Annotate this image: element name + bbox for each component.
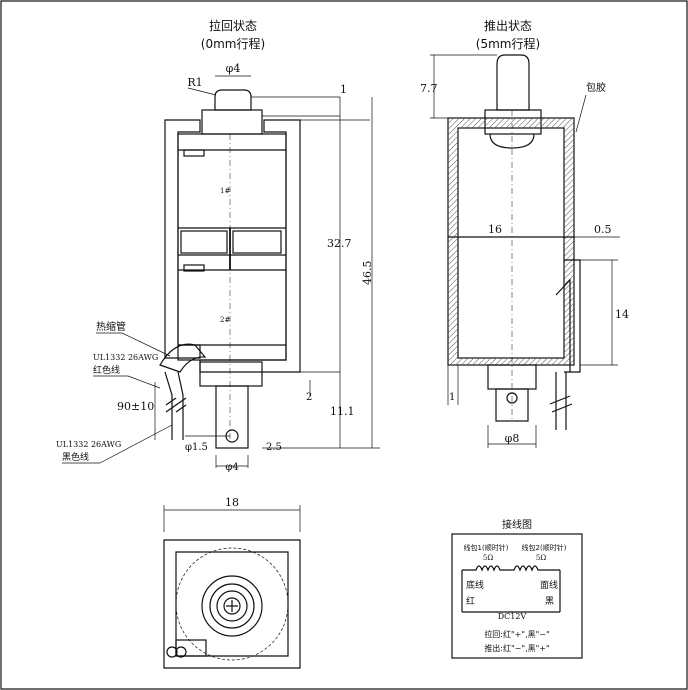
plunger-spring <box>489 133 535 149</box>
shaft <box>215 385 249 449</box>
wire-break <box>165 397 187 413</box>
dim-body-h: 32.7 <box>327 237 352 250</box>
wiring-pull: 拉回:红"+",黑"−" <box>484 629 549 639</box>
right-wire-break <box>549 395 573 413</box>
dim-total-h: 46.5 <box>361 261 374 286</box>
right-shaft-hole <box>506 392 518 404</box>
dim-radius: R1 <box>187 76 202 89</box>
dim-shaft-dia: φ8 <box>505 432 520 445</box>
bottom-wire-hole-1 <box>166 646 178 658</box>
plunger-cap <box>201 109 263 135</box>
dim-wire-len: 90±10 <box>117 400 154 413</box>
wiring-coil2: 线包2(顺时针) <box>522 543 567 552</box>
wiring-diagram: 接线图 线包1(顺时针) 线包2(顺时针) 5Ω 5Ω 底线 面线 红 黑 DC… <box>451 518 583 659</box>
dim-leader-radius <box>187 87 217 96</box>
wiring-black: 黑 <box>545 596 554 607</box>
bottom-circle-outer <box>175 547 289 661</box>
dim-shaft-len: 11.1 <box>330 405 355 418</box>
left-view-title: 拉回状态 <box>209 18 257 33</box>
bottom-circle-2 <box>209 583 255 629</box>
wiring-r1: 5Ω <box>483 554 493 562</box>
right-view-title: 推出状态 <box>484 19 532 33</box>
label-heat-shrink: 热缩管 <box>96 320 126 333</box>
left-view: 拉回状态 (0mm行程) φ4 R1 1 1# 2# <box>56 18 380 473</box>
label-wire-black: 黑色线 <box>62 451 89 463</box>
side-tab <box>555 278 571 372</box>
wiring-box <box>451 533 583 659</box>
case-right-wall <box>199 119 301 373</box>
coil-2-label: 2# <box>220 316 230 324</box>
bottom-circle-4 <box>223 597 241 615</box>
right-body-hatch <box>448 118 574 365</box>
coil-tab-2 <box>183 264 205 272</box>
bottom-view: 18 <box>163 496 301 669</box>
wiring-r2: 5Ω <box>536 554 546 562</box>
dim-stroke-h: 7.7 <box>420 82 438 95</box>
heat-shrink-tube <box>159 343 207 373</box>
wiring-face-wire: 面线 <box>540 579 558 591</box>
dim-gap-top: 1 <box>340 83 347 96</box>
wiring-bottom-wire: 底线 <box>466 579 484 591</box>
leader-glue <box>575 94 587 133</box>
wiring-coil1: 线包1(顺时针) <box>464 543 509 552</box>
wiring-red: 红 <box>466 595 475 607</box>
label-wire-spec-1: UL1332 26AWG <box>93 353 158 362</box>
side-bracket <box>564 259 581 373</box>
bottom-circle-3 <box>216 590 248 622</box>
dim-width: 16 <box>488 223 502 236</box>
dim-gap: 1 <box>449 392 455 403</box>
dim-wall: 0.5 <box>594 223 612 236</box>
label-wire-spec-2: UL1332 26AWG <box>56 440 121 449</box>
dim-hole-dia: φ1.5 <box>185 442 208 453</box>
coil-1-label: 1# <box>220 187 230 195</box>
plunger-tip <box>214 89 252 111</box>
wiring-title: 接线图 <box>502 518 532 531</box>
label-wire-red: 红色线 <box>93 364 120 376</box>
leader-heat-shrink-2 <box>121 332 171 357</box>
right-body <box>447 117 575 366</box>
magnet-right <box>232 230 282 254</box>
left-view-subtitle: (0mm行程) <box>201 36 265 51</box>
magnet-left <box>180 230 228 254</box>
inner-body <box>177 133 287 361</box>
bottom-frame <box>163 539 301 669</box>
right-body-inner <box>457 127 565 359</box>
coil-tab-1 <box>183 149 205 157</box>
dim-bottom-width: 18 <box>225 496 239 509</box>
label-glue: 包胶 <box>586 81 606 94</box>
lower-housing <box>199 361 263 387</box>
wiring-push: 推出:红"−",黑"+" <box>484 643 549 653</box>
plunger-extended <box>496 54 530 111</box>
wiring-coils <box>462 565 560 572</box>
wiring-voltage: DC12V <box>498 612 527 621</box>
dim-hole-pos: 2.5 <box>266 442 282 453</box>
dim-step: 2 <box>306 392 312 403</box>
bottom-wire-hole-2 <box>175 646 187 658</box>
dim-top-dia: φ4 <box>226 62 241 75</box>
right-shaft <box>495 388 529 422</box>
right-view-subtitle: (5mm行程) <box>476 36 540 51</box>
bottom-circle-1 <box>201 575 263 637</box>
right-view: 推出状态 (5mm行程) 7.7 16 0.5 14 <box>420 19 629 448</box>
leader-black-2 <box>99 424 173 464</box>
bottom-corner-block <box>175 639 207 657</box>
dim-side-h: 14 <box>615 308 629 321</box>
dim-bottom-dia: φ4 <box>225 462 238 473</box>
